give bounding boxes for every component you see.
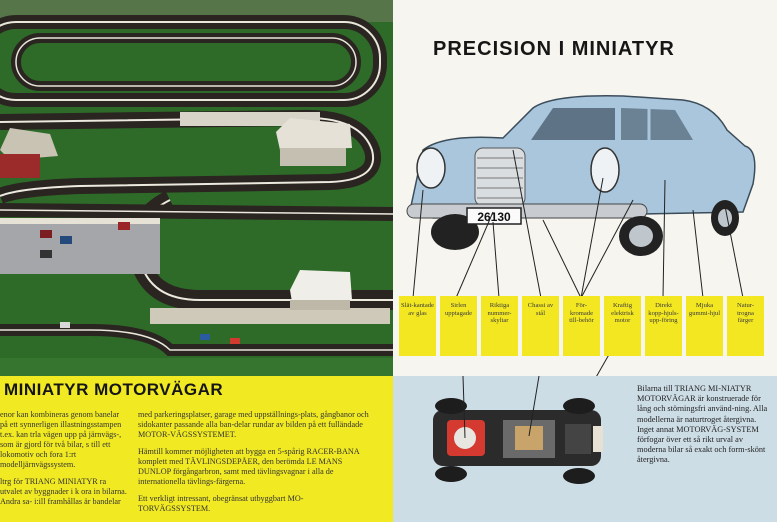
feature-label: Sirlen upptagade bbox=[440, 296, 477, 356]
feature-label: Mjuka gummi-hjul bbox=[686, 296, 723, 356]
feature-label: För-kromade till-behör bbox=[563, 296, 600, 356]
paragraph: med parkeringsplatser, garage med uppstä… bbox=[138, 410, 369, 439]
paragraph: Ett verkligt intressant, obegränsat utby… bbox=[138, 494, 304, 513]
chassis-illustration bbox=[433, 376, 603, 484]
paragraph: Inget annat MOTORVÄG-SYSTEM förfogar öve… bbox=[637, 424, 766, 465]
feature-label: Chassi av stål bbox=[522, 296, 559, 356]
paragraph: enor kan kombineras genom banelar på ett… bbox=[0, 410, 122, 469]
description-column-1: enor kan kombineras genom banelar på ett… bbox=[0, 410, 128, 514]
left-page: MINIATYR MOTORVÄGAR enor kan kombineras … bbox=[0, 0, 393, 522]
motorway-description-panel: MINIATYR MOTORVÄGAR enor kan kombineras … bbox=[0, 376, 393, 522]
section-heading: MINIATYR MOTORVÄGAR bbox=[4, 380, 224, 399]
chassis-panel: Bilarna till TRIANG MI-NIATYR MOTORVÄGAR… bbox=[393, 376, 777, 522]
paragraph: Hämtill kommer möjligheten att bygga en … bbox=[138, 447, 360, 486]
car-illustration: 26130 bbox=[406, 95, 756, 376]
feature-labels: Slät-kantade av glas Sirlen upptagade Ri… bbox=[399, 296, 777, 356]
motorway-layout-photo bbox=[0, 0, 393, 378]
description-column-2: med parkeringsplatser, garage med uppstä… bbox=[138, 410, 370, 521]
right-page: PRECISION I MINIATYR bbox=[393, 0, 777, 522]
feature-label: Kraftig elektrisk motor bbox=[604, 296, 641, 356]
paragraph: ltrg för TRIANG MINIATYR ra utvalet av b… bbox=[0, 477, 127, 506]
license-plate-number: 26130 bbox=[477, 210, 511, 224]
page-title: PRECISION I MINIATYR bbox=[433, 38, 675, 60]
feature-label: Slät-kantade av glas bbox=[399, 296, 436, 356]
feature-label: Natur-trogna färger bbox=[727, 296, 764, 356]
chassis-description: Bilarna till TRIANG MI-NIATYR MOTORVÄGAR… bbox=[637, 384, 771, 466]
feature-label: Direkt kopp-hjuls-upp-föring bbox=[645, 296, 682, 356]
paragraph: Bilarna till TRIANG MI-NIATYR MOTORVÄGAR… bbox=[637, 384, 768, 424]
feature-label: Riktiga nummer-skyltar bbox=[481, 296, 518, 356]
track-layout-illustration bbox=[0, 0, 393, 378]
